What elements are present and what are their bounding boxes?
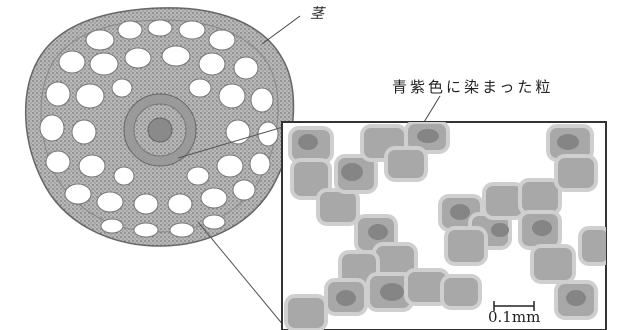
scale-bar <box>493 301 535 311</box>
stem-cross-section <box>25 7 295 247</box>
magnify-line-top <box>177 121 301 159</box>
scale-bar-label: 0.1mm <box>488 308 541 326</box>
stem-label: 茎 <box>310 6 324 22</box>
stained-grains-label: 青紫色に染まった粒 <box>392 78 554 96</box>
magnified-view <box>281 121 607 330</box>
stem-leader-line <box>261 15 301 45</box>
magnify-line-bottom <box>197 221 285 327</box>
